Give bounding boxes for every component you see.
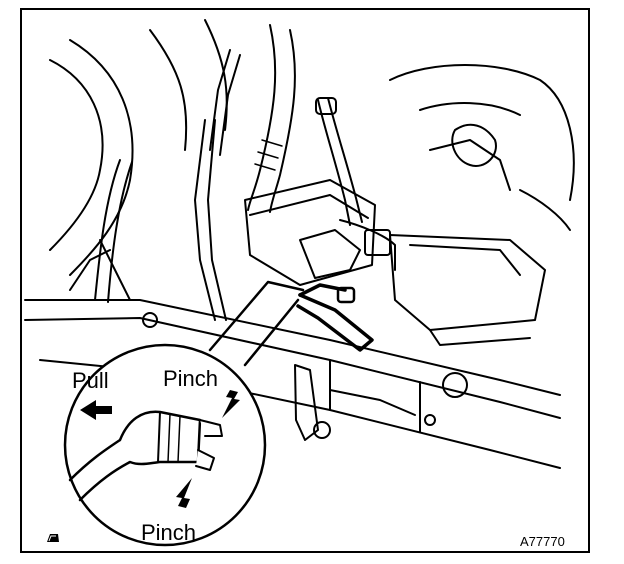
- pinch-arrow-icon: [176, 478, 192, 508]
- highlighted-hose: [296, 283, 374, 352]
- book-icon: [47, 534, 59, 542]
- pinch-arrow-icon: [222, 390, 240, 418]
- pull-label: Pull: [72, 368, 109, 393]
- pinch-label-bottom: Pinch: [141, 520, 197, 545]
- figure-id: A77770: [520, 534, 565, 549]
- detail-callout-circle: [63, 343, 267, 547]
- pinch-label-top: Pinch: [163, 366, 219, 391]
- pull-arrow-icon: [80, 400, 112, 420]
- engine-background: [24, 19, 575, 469]
- callout-leaders: [208, 280, 305, 367]
